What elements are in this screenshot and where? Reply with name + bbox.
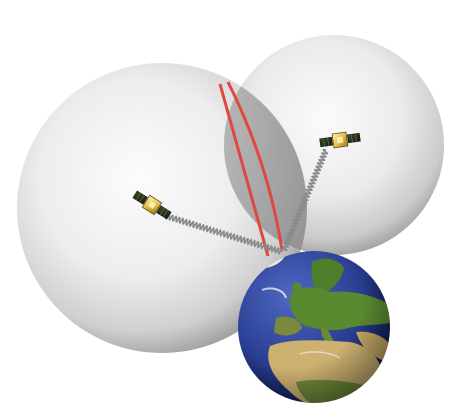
satellite-icon [132,190,172,220]
earth-globe-icon [238,251,390,403]
satellite-icon [319,131,361,149]
intersection-arc-right [226,81,284,251]
signal-wave-right [281,148,329,252]
intersection-arc-left [218,83,270,257]
signal-wave-left [165,213,283,255]
